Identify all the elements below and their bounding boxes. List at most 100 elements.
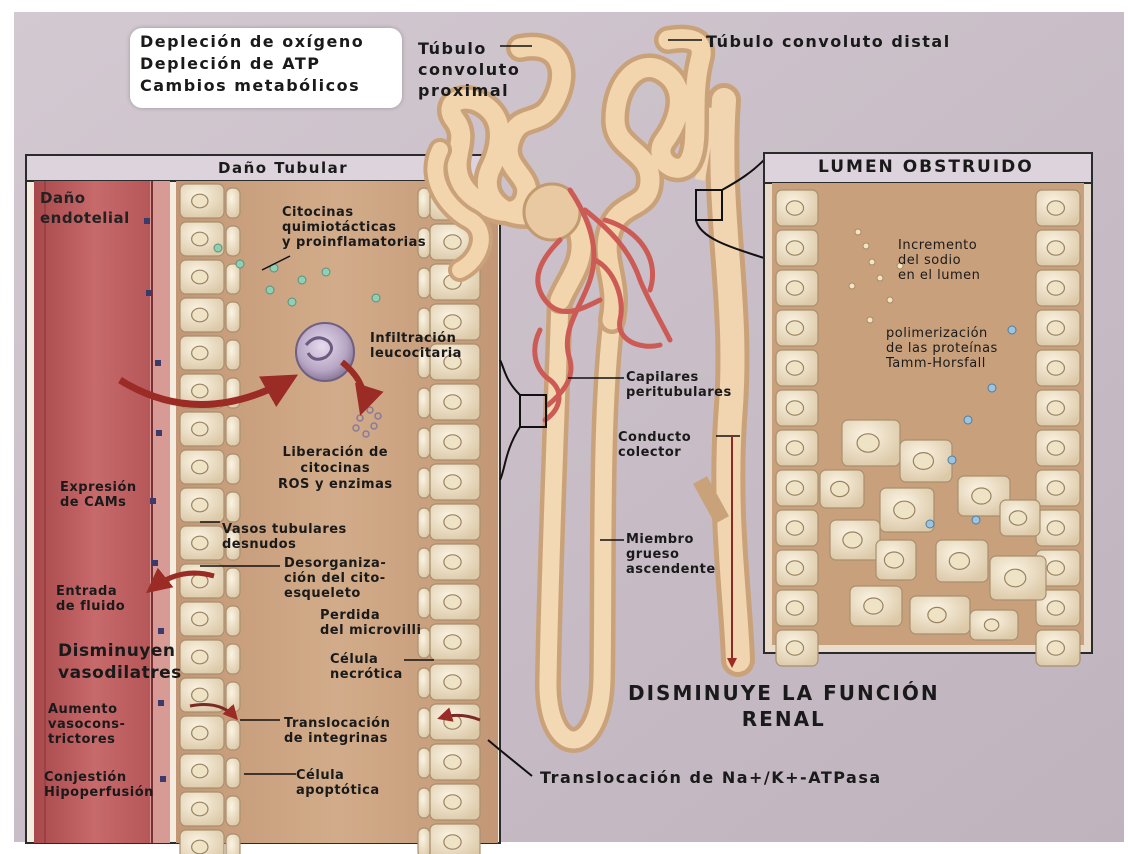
microvilli-brush <box>226 568 240 598</box>
label-cytokines: Citocinas quimiotácticas y proinflamator… <box>282 205 426 250</box>
cell-nucleus <box>786 441 803 455</box>
microvilli-brush <box>226 834 240 854</box>
cell-nucleus <box>192 270 208 284</box>
cell-nucleus <box>1009 511 1026 525</box>
label-sodium-increase: Incremento del sodio en el lumen <box>898 238 980 283</box>
cell-nucleus <box>192 422 208 436</box>
cell-nucleus <box>1047 401 1064 415</box>
microvilli-brush <box>418 268 430 298</box>
info-line-oxygen: Depleción de oxígeno <box>140 32 364 51</box>
label-fluid-entry: Entrada de fluido <box>56 584 125 614</box>
microvilli-brush <box>226 682 240 712</box>
cell-nucleus <box>1047 601 1064 615</box>
cell-nucleus <box>444 515 461 529</box>
cell-nucleus <box>864 598 883 614</box>
label-collecting-duct: Conducto colector <box>618 430 691 460</box>
microvilli-brush <box>418 468 430 498</box>
epithelial-cells-right <box>418 184 480 854</box>
cell-nucleus <box>786 641 803 655</box>
cell-nucleus <box>786 601 803 615</box>
cell-nucleus <box>857 434 879 452</box>
cell-nucleus <box>192 384 208 398</box>
cell-nucleus <box>1047 361 1064 375</box>
cell-nucleus <box>884 552 903 568</box>
cell-nucleus <box>949 553 969 570</box>
label-microvilli: Perdida del microvilli <box>320 608 421 638</box>
microvilli-brush <box>418 508 430 538</box>
cell-nucleus <box>1005 569 1026 587</box>
cell-nucleus <box>192 802 208 816</box>
cell-nucleus <box>192 650 208 664</box>
cell-nucleus <box>894 501 915 519</box>
cell-nucleus <box>192 726 208 740</box>
cell-nucleus <box>1047 481 1064 495</box>
cell-nucleus <box>444 835 461 849</box>
info-line-atp: Depleción de ATP <box>140 54 321 73</box>
label-bare-vessels: Vasos tubulares desnudos <box>222 522 347 552</box>
cell-nucleus <box>786 481 803 495</box>
microvilli-brush <box>418 668 430 698</box>
cell-nucleus <box>1047 321 1064 335</box>
cell-nucleus <box>1047 201 1064 215</box>
label-release: Liberación de citocinas ROS y enzimas <box>278 445 393 493</box>
label-renal-function-decrease: DISMINUYE LA FUNCIÓN RENAL <box>628 680 940 732</box>
label-leukocyte-infiltration: Infiltración leucocitaria <box>370 331 462 361</box>
label-tamm-horsfall: polimerización de las proteínas Tamm-Hor… <box>886 326 998 371</box>
cell-nucleus <box>1047 241 1064 255</box>
microvilli-brush <box>226 264 240 294</box>
cell-nucleus <box>444 635 461 649</box>
label-cams: Expresión de CAMs <box>60 480 137 510</box>
label-apoptotic-cell: Célula apoptótica <box>296 768 380 798</box>
cell-nucleus <box>972 488 991 504</box>
cell-nucleus <box>192 232 208 246</box>
microvilli-brush <box>226 454 240 484</box>
cell-nucleus <box>444 235 461 249</box>
cell-nucleus <box>444 795 461 809</box>
cell-nucleus <box>786 521 803 535</box>
microvilli-brush <box>226 606 240 636</box>
right-panel-title: LUMEN OBSTRUIDO <box>818 158 1034 176</box>
cell-nucleus <box>786 561 803 575</box>
cell-nucleus <box>786 281 803 295</box>
cell-nucleus <box>192 346 208 360</box>
cell-nucleus <box>786 361 803 375</box>
label-endothelial-damage: Daño endotelial <box>40 188 130 228</box>
cell-nucleus <box>192 308 208 322</box>
microvilli-brush <box>418 828 430 854</box>
cell-nucleus <box>444 755 461 769</box>
cell-nucleus <box>1047 641 1064 655</box>
cell-nucleus <box>786 201 803 215</box>
cell-nucleus <box>444 555 461 569</box>
cell-nucleus <box>984 619 998 631</box>
cell-nucleus <box>444 475 461 489</box>
cell-nucleus <box>831 481 849 496</box>
cell-nucleus <box>786 321 803 335</box>
label-necrotic-cell: Célula necrótica <box>330 652 403 682</box>
cell-nucleus <box>786 401 803 415</box>
cell-nucleus <box>1047 441 1064 455</box>
label-ascending-limb: Miembro grueso ascendente <box>626 532 716 577</box>
cell-nucleus <box>1047 281 1064 295</box>
cell-nucleus <box>444 675 461 689</box>
microvilli-brush <box>226 416 240 446</box>
label-integrin-translocation: Translocación de integrinas <box>284 716 390 746</box>
microvilli-brush <box>226 720 240 750</box>
cell-nucleus <box>444 315 461 329</box>
label-na-k-atpase: Translocación de Na+/K+-ATPasa <box>540 768 882 787</box>
cell-nucleus <box>913 453 933 470</box>
right-panel-obstructed-lumen <box>764 153 1092 666</box>
microvilli-brush <box>418 548 430 578</box>
cell-nucleus <box>786 241 803 255</box>
cell-nucleus <box>192 498 208 512</box>
microvilli-brush <box>418 708 430 738</box>
cell-nucleus <box>192 764 208 778</box>
microvilli-brush <box>226 188 240 218</box>
microvilli-brush <box>226 758 240 788</box>
microvilli-brush <box>418 788 430 818</box>
microvilli-brush <box>226 340 240 370</box>
cell-nucleus <box>928 607 946 622</box>
microvilli-brush <box>226 226 240 256</box>
microvilli-brush <box>226 492 240 522</box>
